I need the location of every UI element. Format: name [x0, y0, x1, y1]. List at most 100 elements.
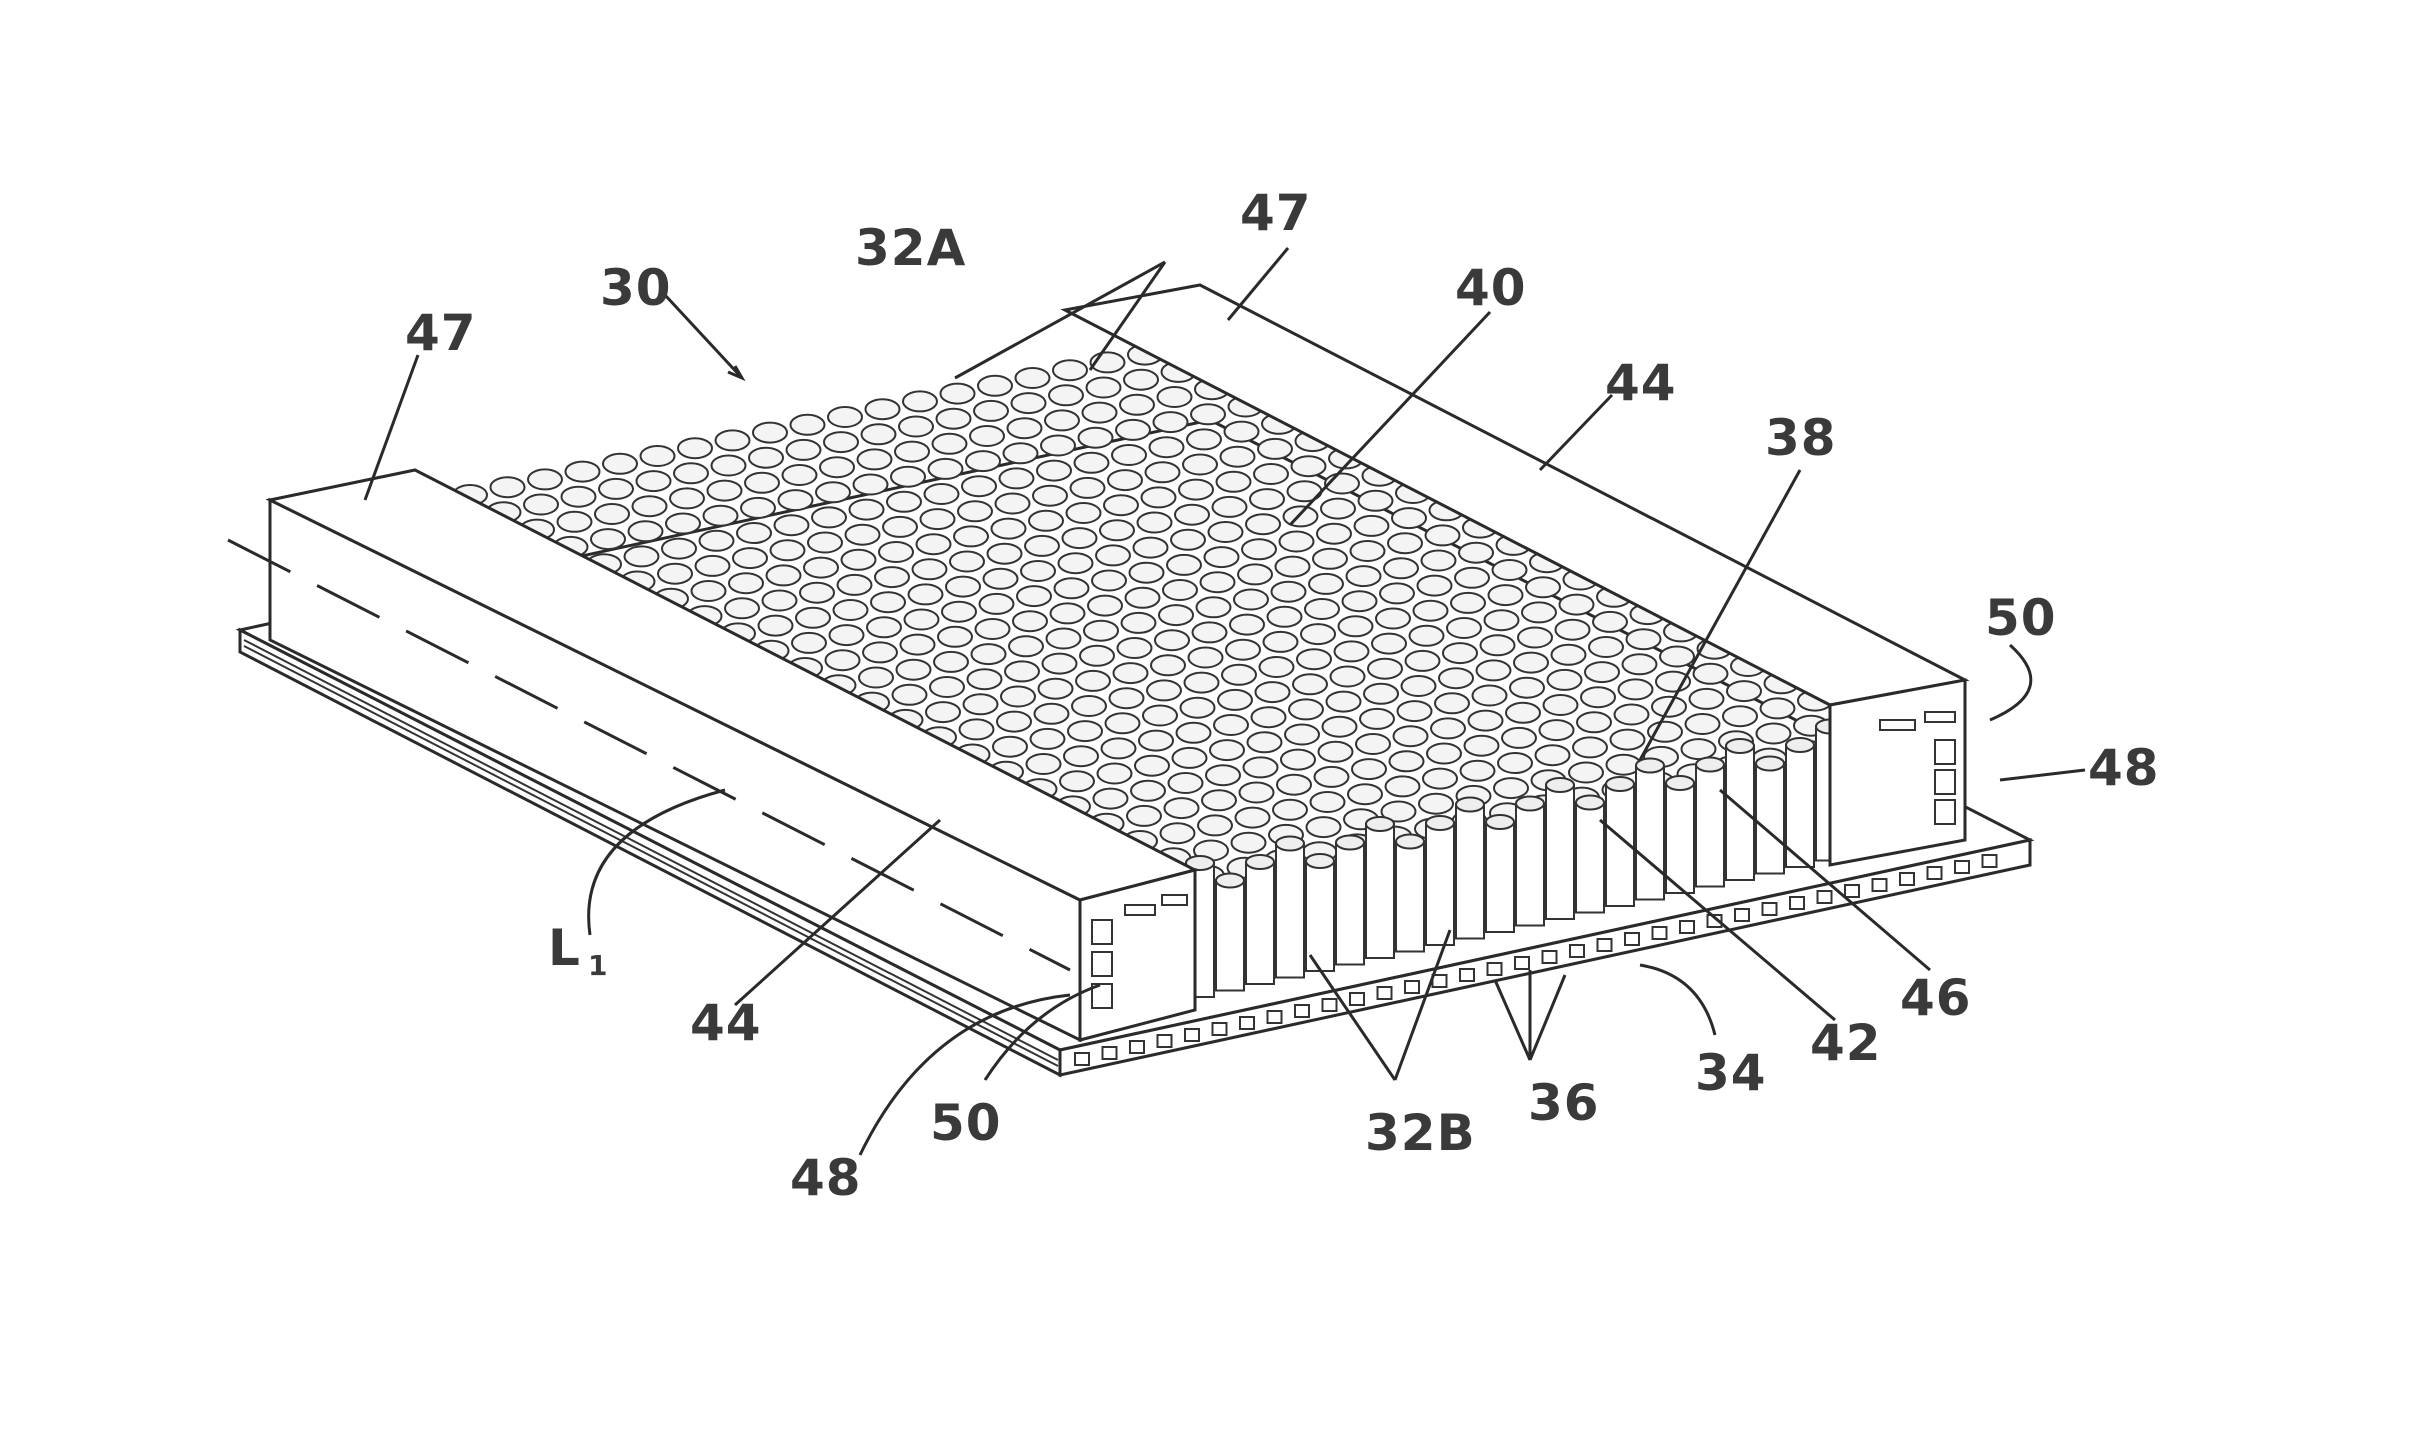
cell-top — [1173, 748, 1207, 768]
cell-top — [1414, 601, 1448, 621]
cell-top — [603, 454, 637, 474]
cell-top — [1009, 636, 1043, 656]
cell-top — [996, 494, 1030, 514]
cell-top — [1439, 668, 1473, 688]
cell-top — [909, 584, 943, 604]
cell-top — [1033, 486, 1067, 506]
cell-top — [595, 504, 629, 524]
cell-top — [974, 401, 1008, 421]
cell-top — [678, 438, 712, 458]
cell-top — [1254, 464, 1288, 484]
cell-top — [1021, 561, 1055, 581]
cell-top — [1167, 555, 1201, 575]
cell-top — [1447, 618, 1481, 638]
cell-top — [1355, 516, 1389, 536]
cell-top — [771, 540, 805, 560]
cell-top — [893, 685, 927, 705]
cell-top — [938, 627, 972, 647]
label-44-left: 44 — [690, 994, 762, 1052]
cell-top — [976, 619, 1010, 639]
label-40: 40 — [1455, 259, 1527, 317]
cell-top — [658, 564, 692, 584]
cell-top — [779, 490, 813, 510]
cell-top — [903, 391, 937, 411]
cell-top — [1585, 662, 1619, 682]
cell-top — [1469, 711, 1503, 731]
cell-top — [958, 501, 992, 521]
cell-top — [1150, 437, 1184, 457]
cell-top — [1248, 732, 1282, 752]
cell-cylinder — [1726, 739, 1754, 880]
cell-top — [1323, 717, 1357, 737]
cell-top — [1293, 674, 1327, 694]
cell-top — [1059, 553, 1093, 573]
cell-top — [1067, 503, 1101, 523]
cell-top — [599, 479, 633, 499]
cell-top — [796, 608, 830, 628]
cell-top — [558, 512, 592, 532]
cell-top — [1096, 545, 1130, 565]
cell-top — [941, 384, 975, 404]
cell-cylinder — [1576, 796, 1604, 913]
label-38: 38 — [1765, 409, 1837, 467]
cell-cylinder — [1546, 778, 1574, 919]
cell-top — [978, 376, 1012, 396]
cell-top — [1027, 754, 1061, 774]
cell-top — [1281, 750, 1315, 770]
cell-top — [1124, 370, 1158, 390]
cell-top — [812, 507, 846, 527]
cell-top — [1179, 480, 1213, 500]
cell-top — [1386, 776, 1420, 796]
cell-cylinder — [1426, 816, 1454, 945]
cell-cylinder — [1516, 797, 1544, 926]
cell-top — [1319, 742, 1353, 762]
cell-top — [1351, 541, 1385, 561]
cell-top — [1627, 629, 1661, 649]
cell-top — [1075, 453, 1109, 473]
cell-top — [1406, 651, 1440, 671]
cell-top — [895, 442, 929, 462]
cell-top — [1313, 549, 1347, 569]
cell-top — [808, 533, 842, 553]
cell-top — [1250, 489, 1284, 509]
cell-top — [1368, 659, 1402, 679]
cell-top — [1301, 624, 1335, 644]
cell-top — [1384, 558, 1418, 578]
label-30: 30 — [600, 259, 672, 317]
cell-top — [1154, 412, 1188, 432]
cell-top — [1502, 728, 1536, 748]
cell-top — [1131, 781, 1165, 801]
cell-top — [1317, 524, 1351, 544]
cell-top — [1723, 706, 1757, 726]
cell-top — [800, 583, 834, 603]
cell-top — [733, 548, 767, 568]
label-46: 46 — [1900, 969, 1972, 1027]
cell-top — [1083, 403, 1117, 423]
cell-top — [662, 539, 696, 559]
cell-top — [1388, 533, 1422, 553]
cell-top — [1556, 620, 1590, 640]
cell-top — [1498, 753, 1532, 773]
cell-top — [1064, 746, 1098, 766]
cell-top — [1071, 478, 1105, 498]
cell-top — [1493, 560, 1527, 580]
label-axis-subscript: 1 — [588, 949, 608, 982]
cell-top — [905, 610, 939, 630]
label-44-right: 44 — [1605, 354, 1677, 412]
cell-top — [1039, 679, 1073, 699]
cell-top — [1277, 775, 1311, 795]
cell-top — [1422, 551, 1456, 571]
cell-top — [1761, 698, 1795, 718]
cell-top — [1143, 706, 1177, 726]
cell-top — [934, 652, 968, 672]
cell-top — [1394, 726, 1428, 746]
cell-top — [913, 559, 947, 579]
cell-top — [1177, 723, 1211, 743]
cell-cylinder — [1456, 798, 1484, 939]
cell-top — [1049, 385, 1083, 405]
cell-top — [858, 449, 892, 469]
label-32b: 32B — [1365, 1104, 1476, 1162]
cell-top — [1280, 532, 1314, 552]
cell-top — [670, 488, 704, 508]
cell-top — [1573, 737, 1607, 757]
